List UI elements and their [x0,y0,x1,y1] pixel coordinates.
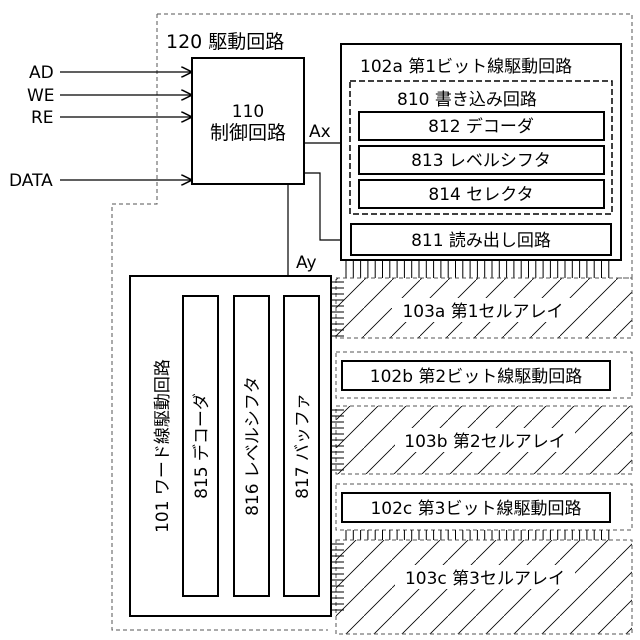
control-circuit-name: 制御回路 [210,122,286,144]
signal-we-label: WE [27,86,55,106]
control-circuit-number: 110 [232,102,264,122]
wl-buffer-label: 817 バッファ [293,393,313,499]
write-decoder-label: 812 デコーダ [428,116,534,137]
wl-level-shifter-label: 816 レベルシフタ [243,376,263,516]
bitline-driver-2-label: 102b 第2ビット線駆動回路 [370,367,582,387]
wordline-driver-label: 101 ワード線駆動回路 [153,359,173,533]
drive-circuit-label: 120 駆動回路 [166,31,284,53]
write-level-shifter-label: 813 レベルシフタ [411,151,551,171]
signal-ay-label: Ay [296,253,317,273]
signal-ax-label: Ax [309,122,331,142]
cell-array-2-label: 103b 第2セルアレイ [404,432,565,452]
bitline-driver-3-label: 102c 第3ビット線駆動回路 [370,499,581,519]
cell-array-3-label: 103c 第3セルアレイ [405,569,565,589]
signal-re-label: RE [31,108,54,128]
signal-ad-label: AD [29,63,54,83]
read-circuit-label: 811 読み出し回路 [411,231,551,251]
bitline-driver-1-label: 102a 第1ビット線駆動回路 [360,57,572,77]
signal-data-label: DATA [9,171,53,191]
write-selector-label: 814 セレクタ [428,185,533,205]
bitline-ticks-top [346,260,609,278]
cell-array-1-label: 103a 第1セルアレイ [402,302,563,322]
write-circuit-label: 810 書き込み回路 [397,90,537,110]
input-signals [60,72,192,180]
wl-decoder-label: 815 デコーダ [191,393,212,499]
bitline-ticks-bottom [346,530,609,540]
